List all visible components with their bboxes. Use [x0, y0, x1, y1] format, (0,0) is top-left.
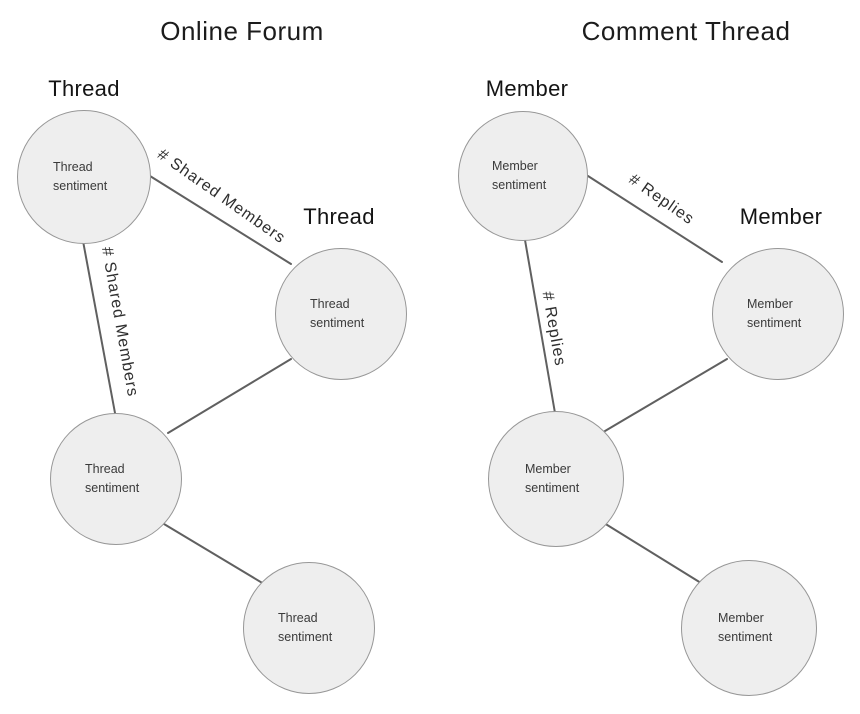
- node-sentiment-label: Member sentiment: [718, 611, 773, 644]
- edge-line-member-topleft-bottomleft: [524, 239, 556, 414]
- node-type-label-thread-topleft: Thread: [48, 76, 120, 101]
- graph-node-member-bottomright: Member sentiment: [681, 560, 817, 696]
- graph-node-member-bottomleft: Member sentiment: [488, 411, 624, 547]
- edge-line-member-bottomleft-bottomright: [603, 522, 702, 584]
- node-sentiment-label: Thread sentiment: [278, 611, 333, 644]
- diagram-title-comment-thread: Comment Thread: [581, 16, 791, 46]
- edge-line-thread-bottomleft-right: [167, 358, 292, 434]
- node-type-label-member-topleft: Member: [485, 76, 569, 101]
- node-sentiment-label: Member sentiment: [525, 462, 580, 495]
- node-type-label-member-right: Member: [739, 204, 823, 229]
- graph-node-thread-bottomright: Thread sentiment: [243, 562, 375, 694]
- graph-node-thread-bottomleft: Thread sentiment: [50, 413, 182, 545]
- edge-line-member-bottomleft-right: [604, 358, 728, 432]
- graph-node-member-topleft: Member sentiment: [458, 111, 588, 241]
- node-sentiment-label: Member sentiment: [492, 159, 547, 192]
- graph-node-member-right: Member sentiment: [712, 248, 844, 380]
- graph-node-thread-topleft: Thread sentiment: [17, 110, 151, 244]
- edge-line-thread-bottomleft-bottomright: [163, 523, 265, 585]
- node-sentiment-label: Thread sentiment: [53, 160, 108, 193]
- edge-line-thread-topleft-right: [149, 175, 292, 265]
- node-type-label-thread-right: Thread: [303, 204, 375, 229]
- node-sentiment-label: Thread sentiment: [85, 462, 140, 495]
- node-sentiment-label: Member sentiment: [747, 297, 802, 330]
- node-sentiment-label: Thread sentiment: [310, 297, 365, 330]
- edge-line-thread-topleft-bottomleft: [82, 240, 116, 414]
- graph-node-thread-right: Thread sentiment: [275, 248, 407, 380]
- edge-line-member-topleft-right: [587, 175, 723, 263]
- diagram-title-online-forum: Online Forum: [160, 16, 324, 46]
